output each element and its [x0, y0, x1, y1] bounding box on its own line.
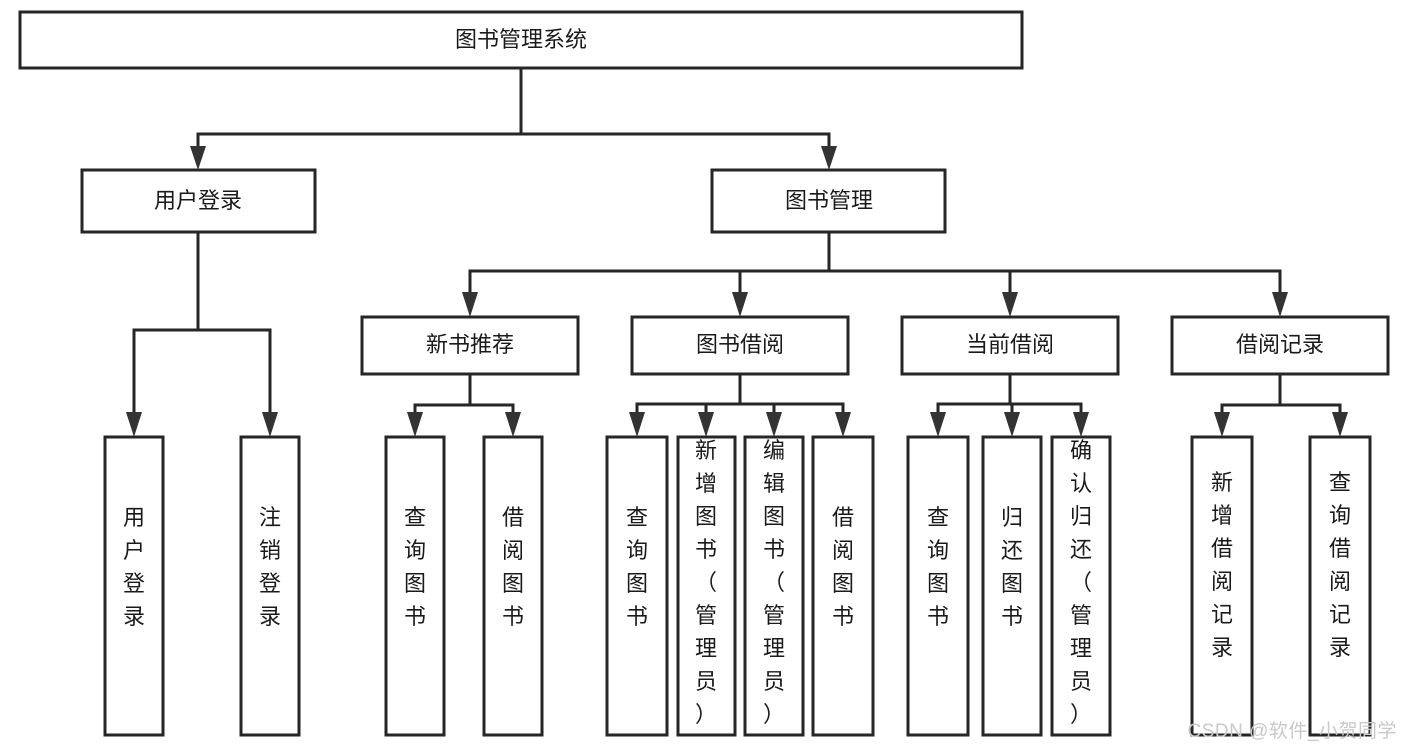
- arrow-head-new-book: [462, 292, 478, 317]
- node-leaf-return-book[interactable]: 归还图书: [981, 435, 1043, 737]
- node-leaf-query-book-1-label: 查询图书: [404, 505, 426, 629]
- node-leaf-query-borrow-record-box[interactable]: [1308, 435, 1372, 737]
- arrow-head-records: [1272, 292, 1288, 317]
- node-leaf-logout-label: 注销登录: [259, 505, 281, 629]
- node-book-borrow[interactable]: 图书借阅: [630, 315, 850, 376]
- arrow-head-book-manage: [821, 146, 837, 170]
- arrow-head-leaf-7: [766, 412, 782, 437]
- arrow-head-user-login: [190, 146, 206, 170]
- node-book-management-box[interactable]: [710, 168, 947, 234]
- node-leaf-query-book-3-box[interactable]: [906, 435, 970, 737]
- node-leaf-return-book-box[interactable]: [981, 435, 1043, 737]
- node-leaf-borrow-book-1-label: 借阅图书: [502, 505, 524, 629]
- node-leaf-borrow-book-1-box[interactable]: [482, 435, 544, 737]
- arrow-head-leaf-4: [505, 412, 521, 437]
- node-leaf-query-book-3[interactable]: 查询图书: [906, 435, 970, 737]
- node-book-management[interactable]: 图书管理: [710, 168, 947, 234]
- node-leaf-query-book-1[interactable]: 查询图书: [384, 435, 446, 737]
- node-leaf-query-book-2-label: 查询图书: [626, 505, 648, 629]
- node-leaf-add-borrow-record-box[interactable]: [1190, 435, 1254, 737]
- node-leaf-confirm-return-admin[interactable]: 确认归还（管理员）: [1050, 435, 1112, 737]
- arrow-head-current: [1002, 292, 1018, 317]
- node-leaf-confirm-return-admin-box[interactable]: [1050, 435, 1112, 737]
- node-leaf-logout-box[interactable]: [239, 435, 301, 737]
- node-leaf-user-login[interactable]: 用户登录: [103, 435, 165, 737]
- node-leaf-logout[interactable]: 注销登录: [239, 435, 301, 737]
- node-book-borrow-box[interactable]: [630, 315, 850, 376]
- node-user-login-label: 用户登录: [154, 188, 242, 213]
- node-borrow-records-box[interactable]: [1170, 315, 1390, 376]
- arrow-head-leaf-12: [1214, 412, 1230, 437]
- node-new-book-recommend-box[interactable]: [360, 315, 580, 376]
- node-leaf-borrow-book-2-box[interactable]: [811, 435, 875, 737]
- node-leaf-add-borrow-record[interactable]: 新增借阅记录: [1190, 435, 1254, 737]
- arrow-head-leaf-8: [835, 412, 851, 437]
- node-leaf-borrow-book-2-label: 借阅图书: [832, 505, 854, 629]
- node-leaf-add-book-admin[interactable]: 新增图书（管理员）: [676, 435, 737, 737]
- node-new-book-recommend-label: 新书推荐: [426, 332, 514, 357]
- csdn-watermark: CSDN @软件_小贺同学: [1187, 721, 1397, 742]
- node-leaf-return-book-label: 归还图书: [1001, 505, 1023, 629]
- node-book-management-label: 图书管理: [785, 188, 873, 213]
- node-leaf-borrow-book-1[interactable]: 借阅图书: [482, 435, 544, 737]
- arrow-head-leaf-3: [407, 412, 423, 437]
- node-leaf-edit-book-admin-box[interactable]: [743, 435, 805, 737]
- node-leaf-add-book-admin-box[interactable]: [676, 435, 737, 737]
- node-leaf-confirm-return-admin-label: 确认归还（管理员）: [1070, 438, 1092, 727]
- node-leaf-query-book-3-label: 查询图书: [927, 505, 949, 629]
- node-new-book-recommend[interactable]: 新书推荐: [360, 315, 580, 376]
- arrow-head-borrow: [732, 292, 748, 317]
- node-current-borrow-box[interactable]: [900, 315, 1120, 376]
- node-leaf-add-book-admin-label: 新增图书（管理员）: [695, 438, 717, 727]
- node-leaf-borrow-book-2[interactable]: 借阅图书: [811, 435, 875, 737]
- node-root-box[interactable]: [18, 10, 1024, 70]
- node-leaf-add-borrow-record-label: 新增借阅记录: [1211, 470, 1233, 660]
- node-book-borrow-label: 图书借阅: [696, 332, 784, 357]
- node-leaf-query-book-1-box[interactable]: [384, 435, 446, 737]
- arrow-head-leaf-9: [930, 412, 946, 437]
- node-leaf-edit-book-admin[interactable]: 编辑图书（管理员）: [743, 435, 805, 737]
- arrow-head-leaf-5: [629, 412, 645, 437]
- node-current-borrow[interactable]: 当前借阅: [900, 315, 1120, 376]
- arrow-head-leaf-2: [262, 412, 278, 437]
- node-leaf-query-book-2-box[interactable]: [605, 435, 669, 737]
- node-user-login[interactable]: 用户登录: [80, 168, 317, 234]
- connector-group: [126, 66, 1348, 437]
- node-leaf-user-login-box[interactable]: [103, 435, 165, 737]
- node-leaf-query-book-2[interactable]: 查询图书: [605, 435, 669, 737]
- node-current-borrow-label: 当前借阅: [966, 332, 1054, 357]
- node-user-login-box[interactable]: [80, 168, 317, 234]
- node-borrow-records[interactable]: 借阅记录: [1170, 315, 1390, 376]
- arrow-head-leaf-13: [1332, 412, 1348, 437]
- arrow-head-leaf-11: [1073, 412, 1089, 437]
- node-leaf-user-login-label: 用户登录: [123, 505, 145, 629]
- node-root-label: 图书管理系统: [455, 27, 587, 52]
- node-leaf-query-borrow-record[interactable]: 查询借阅记录: [1308, 435, 1372, 737]
- arrow-head-leaf-1: [126, 412, 142, 437]
- node-root[interactable]: 图书管理系统: [18, 10, 1024, 70]
- arrow-head-leaf-10: [1004, 412, 1020, 437]
- arrow-head-leaf-6: [698, 412, 714, 437]
- node-borrow-records-label: 借阅记录: [1236, 332, 1324, 357]
- node-leaf-edit-book-admin-label: 编辑图书（管理员）: [763, 438, 785, 727]
- node-leaf-query-borrow-record-label: 查询借阅记录: [1329, 470, 1351, 660]
